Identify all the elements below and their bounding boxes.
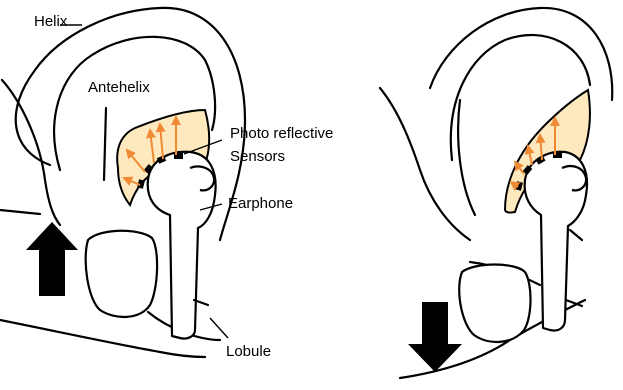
right-cheek-shape [459,265,530,342]
right-push-down-arrow [408,302,462,372]
earphone-label: Earphone [228,195,293,212]
sensors-label-line2: Sensors [230,148,285,165]
left-cheek-shape [86,231,157,317]
sensors-label-line1: Photo reflective [230,125,333,142]
left-earphone [148,152,216,339]
left-push-up-arrow [26,222,78,296]
lobule-label: Lobule [226,343,271,360]
right-earphone [525,152,587,331]
left-panel: Helix Antehelix Photo reflective Sensors… [0,8,333,360]
right-panel [380,8,612,378]
helix-label: Helix [34,13,68,30]
antehelix-label: Antehelix [88,79,150,96]
lobule-leader [210,318,228,338]
